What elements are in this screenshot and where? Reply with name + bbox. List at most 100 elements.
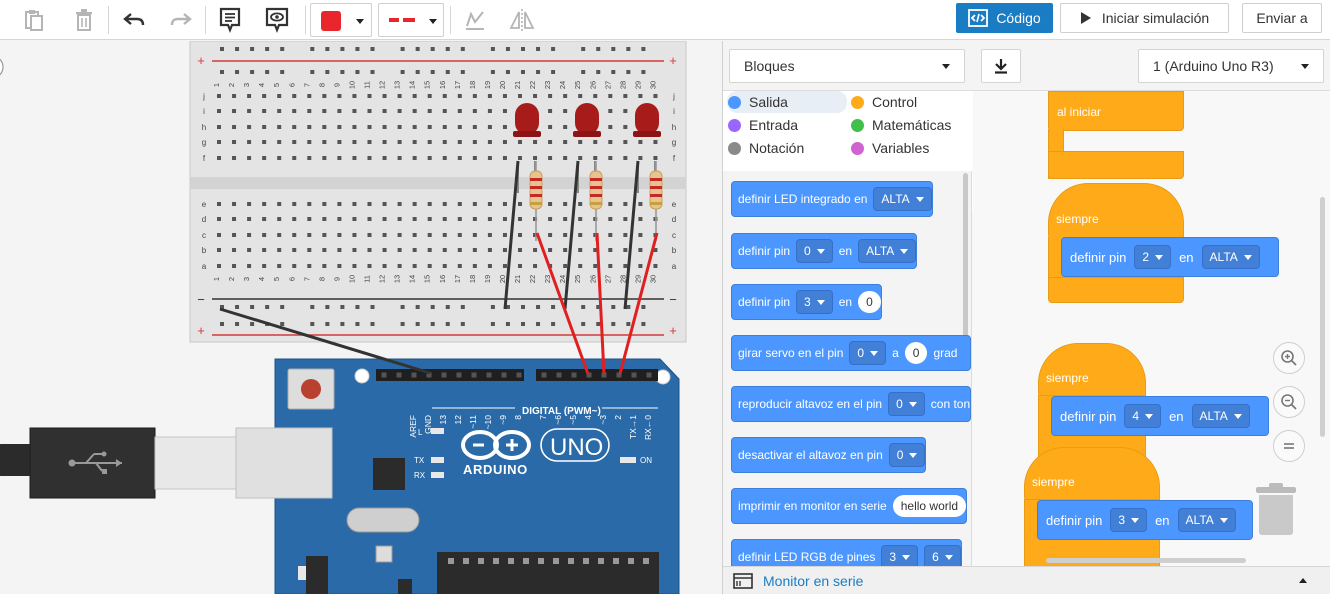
header-pin[interactable] [556, 372, 562, 378]
rail-hole[interactable] [280, 70, 285, 74]
rail-hole[interactable] [641, 47, 646, 51]
rail-hole[interactable] [536, 70, 541, 74]
breadboard-hole[interactable] [487, 109, 492, 113]
breadboard-hole[interactable] [367, 140, 372, 144]
rail-hole[interactable] [370, 70, 375, 74]
breadboard-hole[interactable] [292, 233, 297, 237]
breadboard-hole[interactable] [442, 109, 447, 113]
breadboard-hole[interactable] [502, 248, 507, 252]
breadboard-hole[interactable] [277, 94, 282, 98]
category-entrada[interactable]: Entrada [723, 114, 798, 136]
block-stop-speaker[interactable]: desactivar el altavoz en pin 0 [731, 437, 927, 473]
breadboard-hole[interactable] [502, 264, 507, 268]
breadboard-hole[interactable] [232, 109, 237, 113]
rail-hole[interactable] [400, 47, 405, 51]
trash-icon[interactable] [1256, 483, 1296, 537]
breadboard-hole[interactable] [412, 156, 417, 160]
breadboard-hole[interactable] [292, 202, 297, 206]
wire-black[interactable] [623, 160, 640, 310]
breadboard-hole[interactable] [337, 140, 342, 144]
breadboard-hole[interactable] [412, 217, 417, 221]
circuit-drawing[interactable]: 1122334455667788991010111112121313141415… [0, 41, 722, 594]
rail-hole[interactable] [400, 305, 405, 309]
breadboard-hole[interactable] [367, 248, 372, 252]
breadboard-hole[interactable] [352, 233, 357, 237]
breadboard-hole[interactable] [548, 125, 553, 129]
breadboard-hole[interactable] [277, 156, 282, 160]
breadboard-hole[interactable] [608, 125, 613, 129]
rail-hole[interactable] [265, 47, 270, 51]
breadboard-hole[interactable] [442, 248, 447, 252]
breadboard-hole[interactable] [382, 217, 387, 221]
block-set-rgb-led[interactable]: definir LED RGB de pines 3 6 [731, 539, 962, 566]
block-forever-1[interactable]: siempre [1048, 183, 1184, 239]
rail-hole[interactable] [325, 70, 330, 74]
rail-hole[interactable] [551, 305, 556, 309]
breadboard-hole[interactable] [292, 248, 297, 252]
breadboard-hole[interactable] [502, 125, 507, 129]
breadboard-hole[interactable] [352, 109, 357, 113]
breadboard-hole[interactable] [322, 156, 327, 160]
breadboard-hole[interactable] [487, 202, 492, 206]
zoom-in-button[interactable] [1273, 342, 1305, 374]
breadboard-hole[interactable] [367, 156, 372, 160]
rail-hole[interactable] [325, 305, 330, 309]
breadboard-hole[interactable] [262, 248, 267, 252]
breadboard-hole[interactable] [563, 140, 568, 144]
header-pin[interactable] [426, 372, 432, 378]
breadboard-hole[interactable] [292, 94, 297, 98]
breadboard-hole[interactable] [472, 125, 477, 129]
rail-hole[interactable] [400, 322, 405, 326]
breadboard-hole[interactable] [563, 109, 568, 113]
header-pin[interactable] [616, 372, 622, 378]
rail-hole[interactable] [400, 70, 405, 74]
breadboard-hole[interactable] [337, 202, 342, 206]
breadboard-hole[interactable] [548, 202, 553, 206]
breadboard-hole[interactable] [578, 248, 583, 252]
breadboard-hole[interactable] [563, 125, 568, 129]
breadboard-hole[interactable] [487, 233, 492, 237]
breadboard-hole[interactable] [232, 125, 237, 129]
breadboard-hole[interactable] [217, 94, 221, 98]
breadboard-hole[interactable] [518, 156, 522, 160]
header-pin[interactable] [586, 372, 592, 378]
breadboard-hole[interactable] [593, 140, 598, 144]
zoom-out-button[interactable] [1273, 386, 1305, 418]
breadboard-hole[interactable] [593, 94, 598, 98]
breadboard-hole[interactable] [487, 217, 492, 221]
breadboard-hole[interactable] [578, 217, 583, 221]
breadboard-hole[interactable] [352, 217, 357, 221]
block-dropdown[interactable]: 3 [1110, 508, 1148, 532]
breadboard-hole[interactable] [487, 264, 492, 268]
breadboard-hole[interactable] [217, 140, 221, 144]
rail-hole[interactable] [551, 47, 556, 51]
breadboard-hole[interactable] [653, 248, 658, 252]
code-workspace[interactable]: al iniciar siempre definir pin 2 en ALTA… [973, 91, 1330, 566]
block-dropdown[interactable]: 0 [888, 392, 925, 416]
wire-ground[interactable] [219, 307, 431, 375]
rail-hole[interactable] [370, 322, 375, 326]
rail-hole[interactable] [415, 322, 420, 326]
header-pin[interactable] [571, 372, 577, 378]
breadboard-hole[interactable] [397, 94, 402, 98]
breadboard-hole[interactable] [623, 94, 628, 98]
breadboard-hole[interactable] [382, 94, 387, 98]
breadboard-hole[interactable] [563, 217, 568, 221]
breadboard-hole[interactable] [412, 94, 417, 98]
breadboard-hole[interactable] [232, 202, 237, 206]
breadboard-hole[interactable] [382, 264, 387, 268]
breadboard-hole[interactable] [472, 248, 477, 252]
breadboard-hole[interactable] [427, 140, 432, 144]
breadboard-hole[interactable] [277, 125, 282, 129]
breadboard-hole[interactable] [638, 217, 643, 221]
block-rotate-servo[interactable]: girar servo en el pin 0 a 0 grad [731, 335, 971, 371]
breadboard-hole[interactable] [382, 233, 387, 237]
rail-hole[interactable] [265, 70, 270, 74]
header-pin[interactable] [501, 372, 507, 378]
breadboard-hole[interactable] [593, 156, 598, 160]
rail-hole[interactable] [596, 47, 601, 51]
breadboard-hole[interactable] [277, 264, 282, 268]
breadboard-hole[interactable] [232, 233, 237, 237]
breadboard-hole[interactable] [307, 125, 312, 129]
